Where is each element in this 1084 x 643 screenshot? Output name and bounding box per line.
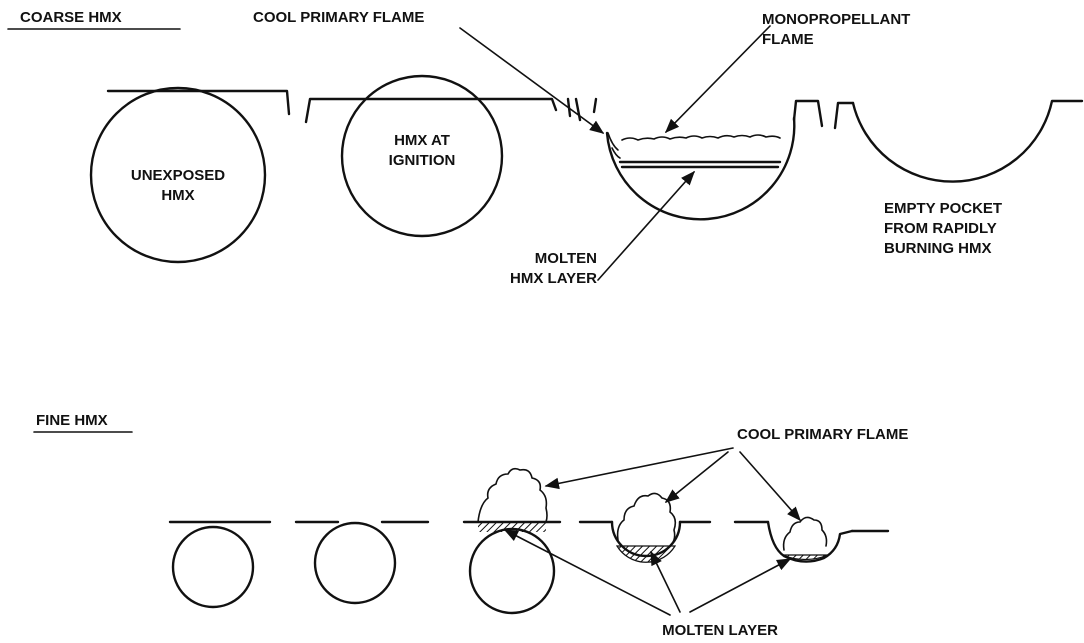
- ignition-label-line2: IGNITION: [389, 152, 456, 169]
- fine-molten-layer-label: MOLTEN LAYER: [662, 622, 778, 639]
- surface-segment-1: [108, 91, 289, 114]
- burning-pocket: [607, 118, 794, 219]
- ignition-label-line1: HMX AT: [394, 132, 450, 149]
- empty-pocket-label-line2: FROM RAPIDLY: [884, 220, 997, 237]
- cool-primary-flame-arrow: [460, 28, 603, 133]
- surface-segment-4: [835, 103, 853, 128]
- fine-molten-layer-1: [478, 522, 546, 532]
- fine-flame-1: [478, 469, 547, 522]
- surface-notch-3: [594, 99, 596, 112]
- fine-flame-arrow-3: [740, 452, 800, 520]
- fine-molten-arrow-2: [651, 552, 680, 612]
- fine-cool-primary-flame-label: COOL PRIMARY FLAME: [737, 426, 908, 443]
- molten-layer-arrow: [598, 172, 694, 280]
- monopropellant-arrow: [666, 26, 770, 132]
- surface-segment-2: [306, 99, 556, 122]
- fine-ignition-particle: [315, 523, 395, 603]
- molten-label-line1: MOLTEN: [535, 250, 597, 267]
- monopropellant-label-line2: FLAME: [762, 31, 814, 48]
- fine-flame-3: [784, 517, 827, 550]
- empty-pocket-label-line1: EMPTY POCKET: [884, 200, 1002, 217]
- unexposed-label-line2: HMX: [161, 187, 194, 204]
- fine-burning-particle: [470, 529, 554, 613]
- coarse-cool-primary-flame-label: COOL PRIMARY FLAME: [253, 9, 424, 26]
- monopropellant-flame: [622, 135, 780, 140]
- molten-label-line2: HMX LAYER: [510, 270, 597, 287]
- fine-section: FINE HMX COOL PRIMARY FLAME MOLTEN LAYER: [34, 412, 908, 639]
- empty-pocket: [853, 101, 1082, 182]
- surface-notch-2: [576, 99, 580, 120]
- fine-molten-layer-2: [617, 546, 675, 562]
- empty-pocket-label-line3: BURNING HMX: [884, 240, 992, 257]
- fine-unexposed-particle: [173, 527, 253, 607]
- fine-molten-arrow-1: [505, 530, 670, 615]
- surface-segment-3: [794, 101, 822, 126]
- unexposed-label-line1: UNEXPOSED: [131, 167, 225, 184]
- coarse-title: COARSE HMX: [20, 9, 122, 26]
- fine-flame-arrow-1: [546, 448, 733, 486]
- fine-title: FINE HMX: [36, 412, 108, 429]
- coarse-section: COARSE HMX UNEXPOSED HMX HMX AT IGNITION…: [8, 9, 1082, 287]
- monopropellant-label-line1: MONOPROPELLANT: [762, 11, 910, 28]
- fine-molten-arrow-3: [690, 559, 790, 612]
